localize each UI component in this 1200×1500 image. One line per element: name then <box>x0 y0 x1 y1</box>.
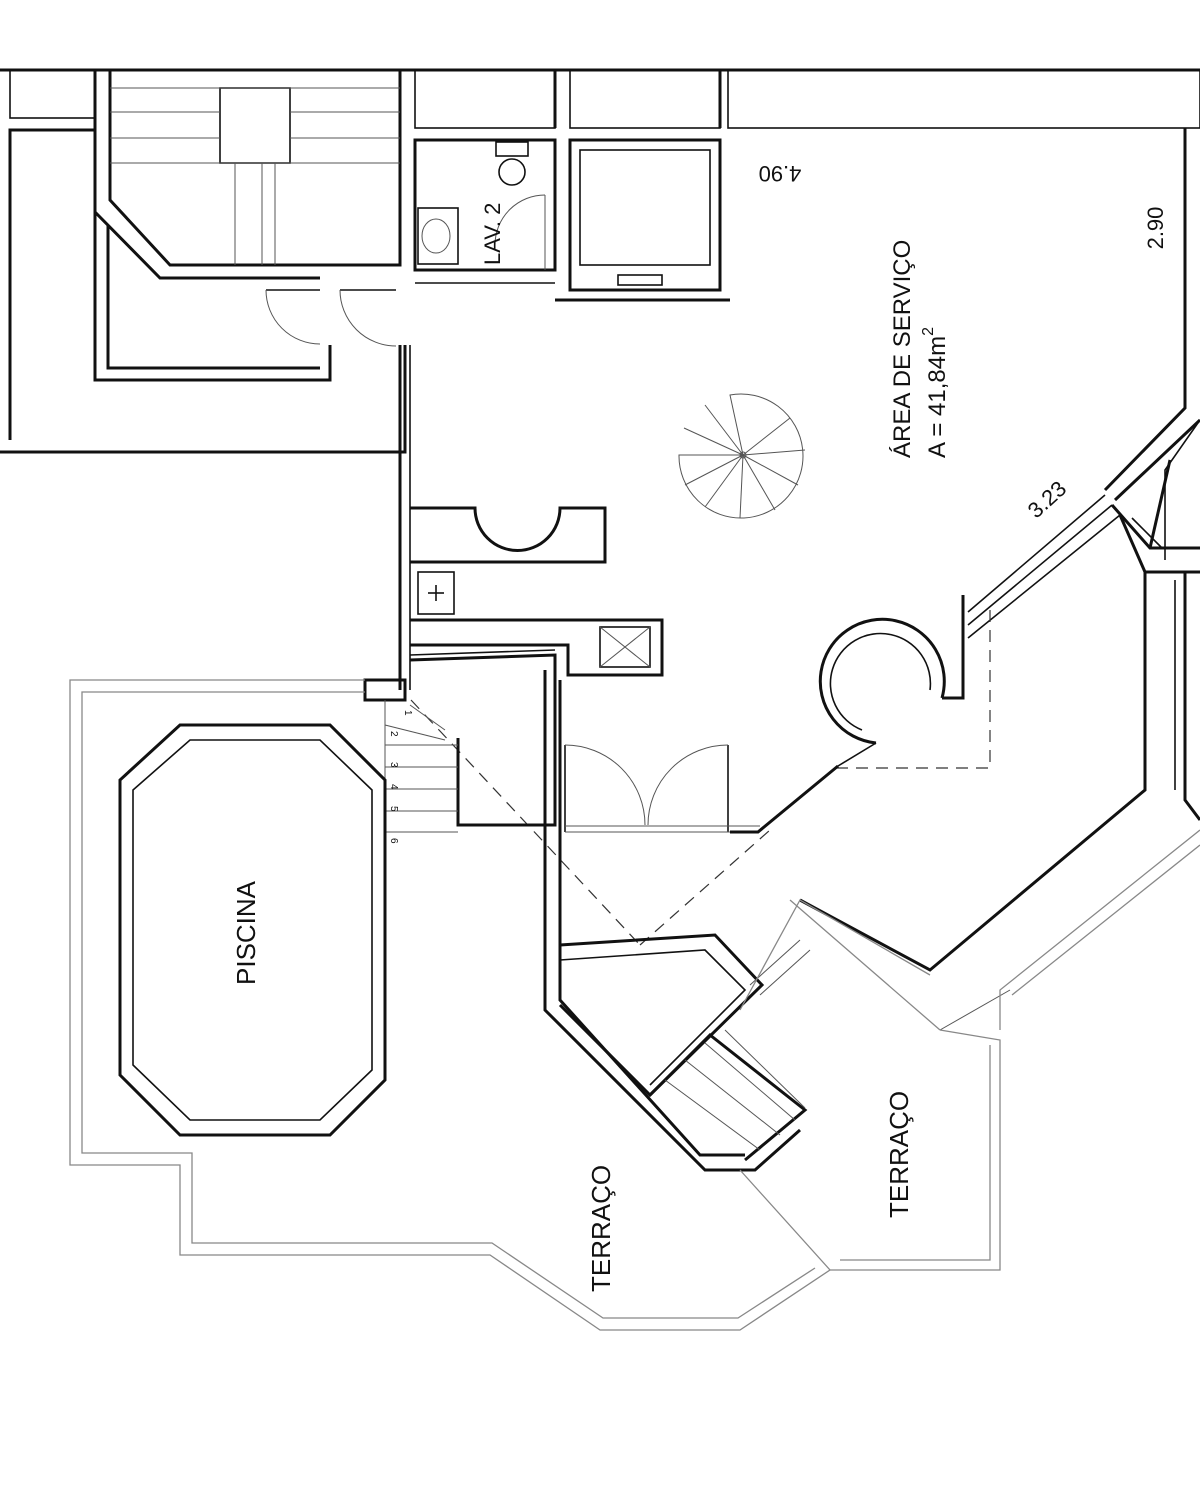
step-2: 2 <box>388 731 399 737</box>
stair-landing <box>219 87 291 164</box>
stair-treads-top <box>110 87 400 265</box>
top-wall-block <box>0 68 1200 129</box>
terrace-right-label: TERRAÇO <box>884 1091 914 1218</box>
left-upper-rooms <box>0 70 407 454</box>
shaft-box <box>555 138 730 302</box>
step-1: 1 <box>402 710 413 716</box>
tank-icon <box>599 626 651 668</box>
toilet-icon <box>498 158 526 186</box>
lav2-room <box>413 138 557 284</box>
electrical-panel-icon <box>417 571 455 615</box>
step-6: 6 <box>388 838 399 844</box>
step-5: 5 <box>388 806 399 812</box>
lav2-door <box>494 194 546 246</box>
terrace-left-label: TERRAÇO <box>586 1165 616 1292</box>
sink-icon <box>417 207 459 265</box>
terrace-outline <box>69 679 1200 1331</box>
door-left-2 <box>339 289 397 347</box>
lower-structure <box>543 670 931 1172</box>
overhead-dashed-lines <box>410 610 991 946</box>
service-area-walls <box>398 128 1200 690</box>
dimension-height-right: 2.90 <box>1143 207 1168 250</box>
stair-step-numbers: 1 2 3 4 5 6 <box>388 710 413 844</box>
pool <box>118 723 387 1137</box>
lav2-label: LAV. 2 <box>480 203 505 265</box>
pool-label: PISCINA <box>231 880 261 985</box>
dimension-diagonal: 3.23 <box>1023 476 1072 523</box>
dimension-width-top: 4.90 <box>759 161 802 186</box>
double-door <box>564 744 839 834</box>
spiral-stair <box>678 393 806 519</box>
right-diagonal-walls <box>799 419 1200 1031</box>
door-left-1 <box>265 289 321 345</box>
step-3: 3 <box>388 762 399 768</box>
central-stair: 1 2 3 4 5 6 <box>363 649 557 850</box>
service-counters <box>410 506 664 677</box>
round-wall-element <box>818 595 965 767</box>
service-area-size: A = 41,84m2 <box>920 327 951 458</box>
service-area-title: ÁREA DE SERVIÇO <box>889 240 916 458</box>
step-4: 4 <box>388 784 399 790</box>
